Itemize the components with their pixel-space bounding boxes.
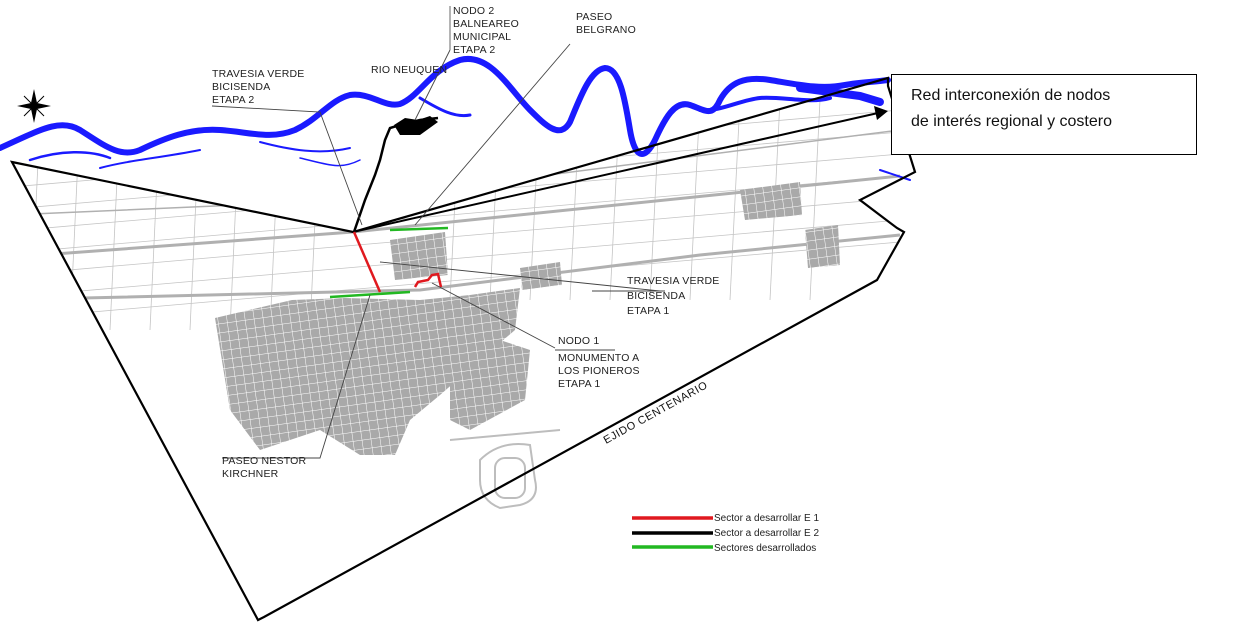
label-travesia-1: TRAVESIA VERDE BICISENDA ETAPA 1 xyxy=(627,275,723,317)
label-ejido-centenario: EJIDO CENTENARIO xyxy=(602,379,710,446)
urban-area xyxy=(215,182,840,455)
legend-label-e1: Sector a desarrollar E 1 xyxy=(714,513,819,524)
label-nodo2: NODO 2 BALNEAREO MUNICIPAL ETAPA 2 xyxy=(453,5,522,56)
sector-e1-red xyxy=(352,231,443,293)
north-arrow-icon xyxy=(17,89,51,123)
ejido-boundary xyxy=(9,76,917,622)
callout-line-2: de interés regional y costero xyxy=(911,113,1112,130)
legend-label-developed: Sectores desarrollados xyxy=(714,543,816,554)
label-paseo-nestor: PASEO NESTOR KIRCHNER xyxy=(222,455,309,480)
sector-e2-balneario xyxy=(352,116,439,233)
park-features xyxy=(449,429,561,510)
leader-lines xyxy=(211,43,665,459)
sector-developed-green xyxy=(329,226,449,299)
callout-box: Red interconexión de nodos de interés re… xyxy=(891,74,1197,155)
legend: Sector a desarrollar E 1 Sector a desarr… xyxy=(632,513,819,554)
label-paseo-belgrano: PASEO BELGRANO xyxy=(576,11,636,36)
label-rio-neuquen: RIO NEUQUEN xyxy=(371,64,447,76)
legend-label-e2: Sector a desarrollar E 2 xyxy=(714,528,819,539)
river-neuquen xyxy=(0,55,911,181)
label-nodo1: NODO 1 MONUMENTO A LOS PIONEROS ETAPA 1 xyxy=(558,335,643,390)
label-travesia-2: TRAVESIA VERDE BICISENDA ETAPA 2 xyxy=(212,68,308,106)
callout-arrow xyxy=(352,106,888,233)
callout-line-1: Red interconexión de nodos xyxy=(911,87,1111,104)
